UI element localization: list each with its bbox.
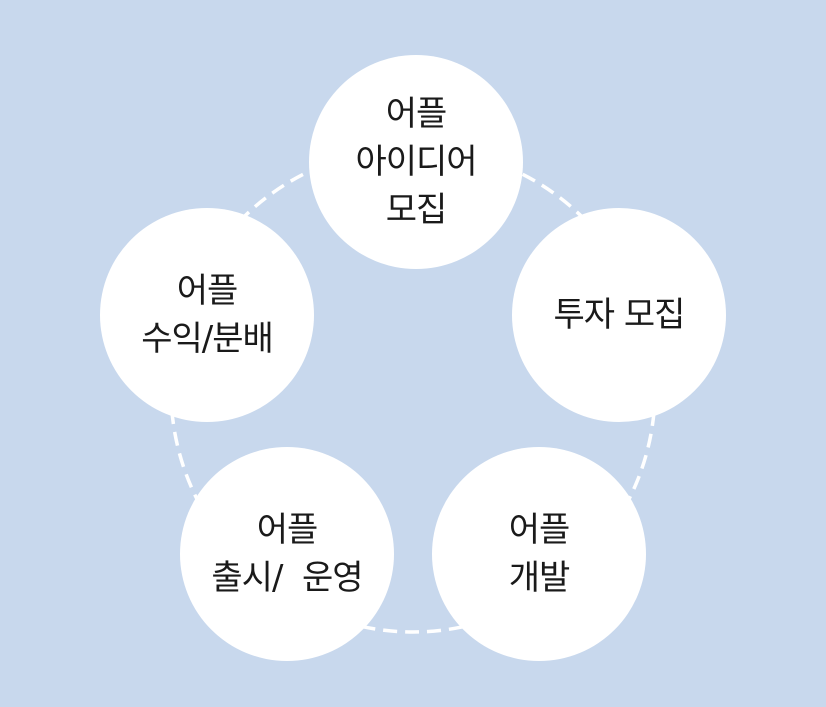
step-label-line: 투자 모집 xyxy=(553,295,686,335)
step-label-line: 출시/ 운영 xyxy=(211,558,363,598)
step-label-line: 수익/분배 xyxy=(141,319,274,359)
step-label-line: 어플 xyxy=(508,510,571,550)
step-app-revenue-distribution: 어플 수익/분배 xyxy=(100,208,314,422)
step-app-launch-operation: 어플 출시/ 운영 xyxy=(180,447,394,661)
step-label-line: 개발 xyxy=(508,558,571,598)
step-label-line: 어플 xyxy=(385,94,448,134)
step-app-development: 어플 개발 xyxy=(432,447,646,661)
step-label-line: 아이디어 xyxy=(355,142,477,182)
step-investment-collection: 투자 모집 xyxy=(512,208,726,422)
step-label-line: 어플 xyxy=(176,271,239,311)
step-label-line: 어플 xyxy=(256,510,319,550)
step-label-line: 모집 xyxy=(385,190,448,230)
step-app-idea-collection: 어플 아이디어 모집 xyxy=(309,55,523,269)
